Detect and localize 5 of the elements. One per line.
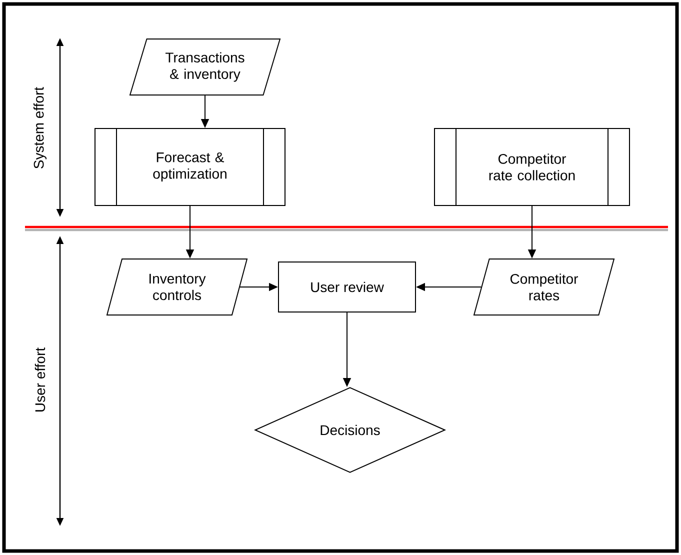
process-box: Competitor rate collection <box>434 128 630 206</box>
axis-label: System effort <box>33 86 47 168</box>
axis-label: User effort <box>34 348 46 412</box>
review-box: User review <box>278 262 416 312</box>
process-box: Forecast & optimization <box>94 128 286 206</box>
